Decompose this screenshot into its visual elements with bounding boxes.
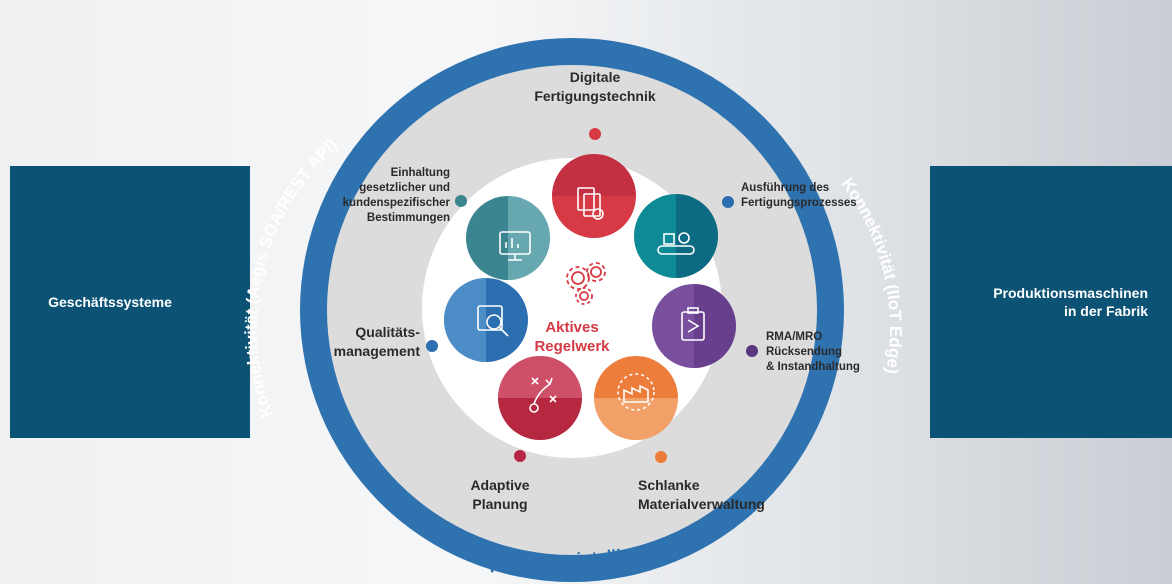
strategy-icon bbox=[529, 377, 557, 413]
petal-lean[interactable] bbox=[594, 356, 678, 440]
center-label-line2: Regelwerk bbox=[534, 338, 610, 355]
label-execution-line2: Fertigungsprozesses bbox=[741, 197, 857, 209]
label-compliance-line4: Bestimmungen bbox=[366, 212, 450, 224]
label-execution: Ausführung des Fertigungsprozesses bbox=[741, 181, 881, 211]
label-compliance-line3: kundenspezifischer bbox=[342, 197, 450, 209]
petal-quality[interactable] bbox=[444, 278, 528, 362]
petal-execution[interactable] bbox=[634, 194, 718, 278]
magnifier-box-icon bbox=[477, 305, 509, 337]
petal-rma[interactable] bbox=[652, 284, 736, 368]
documents-gear-icon bbox=[577, 187, 604, 220]
label-planning: Adaptive Planung bbox=[440, 476, 560, 514]
label-quality-line2: management bbox=[333, 343, 420, 359]
label-lean: Schlanke Materialverwaltung bbox=[638, 476, 808, 514]
dot-digital bbox=[589, 128, 601, 140]
label-rma: RMA/MRO Rücksendung & Instandhaltung bbox=[766, 330, 896, 375]
center-label: Aktives Regelwerk bbox=[512, 318, 632, 356]
business-systems-panel: Geschäftssysteme bbox=[10, 166, 250, 438]
label-compliance: Einhaltung gesetzlicher und kundenspezif… bbox=[300, 166, 450, 226]
center-label-line1: Aktives bbox=[545, 319, 599, 336]
gears-icon bbox=[566, 262, 606, 305]
business-systems-label: Geschäftssysteme bbox=[48, 294, 172, 310]
conveyor-icon bbox=[657, 232, 695, 255]
label-execution-line1: Ausführung des bbox=[741, 182, 830, 194]
label-compliance-line2: gesetzlicher und bbox=[359, 182, 450, 194]
production-machines-label: Produktionsmaschinen in der Fabrik bbox=[993, 284, 1160, 320]
label-quality: Qualitäts- management bbox=[300, 323, 420, 361]
label-quality-line1: Qualitäts- bbox=[355, 324, 420, 340]
clipboard-flow-icon bbox=[681, 307, 705, 341]
petal-compliance[interactable] bbox=[466, 196, 550, 280]
label-planning-line2: Planung bbox=[472, 496, 528, 512]
label-lean-line1: Schlanke bbox=[638, 477, 700, 493]
label-rma-line1: RMA/MRO bbox=[766, 331, 823, 343]
petal-planning[interactable] bbox=[498, 356, 582, 440]
dot-compliance bbox=[455, 195, 467, 207]
petal-digital[interactable] bbox=[552, 154, 636, 238]
dot-planning bbox=[514, 450, 526, 462]
label-rma-line3: & Instandhaltung bbox=[766, 361, 860, 373]
production-machines-line2: in der Fabrik bbox=[1063, 303, 1148, 319]
dot-execution bbox=[722, 196, 734, 208]
label-digital: Digitale Fertigungstechnik bbox=[520, 68, 670, 106]
label-planning-line1: Adaptive bbox=[470, 477, 530, 493]
label-digital-line1: Digitale bbox=[569, 69, 621, 85]
label-rma-line2: Rücksendung bbox=[766, 346, 843, 358]
monitor-chart-icon bbox=[499, 231, 531, 261]
production-machines-panel: Produktionsmaschinen in der Fabrik bbox=[930, 166, 1172, 438]
label-compliance-line1: Einhaltung bbox=[390, 167, 450, 179]
production-machines-line1: Produktionsmaschinen bbox=[993, 285, 1148, 301]
dot-lean bbox=[655, 451, 667, 463]
dot-rma bbox=[746, 345, 758, 357]
label-digital-line2: Fertigungstechnik bbox=[534, 88, 656, 104]
label-lean-line2: Materialverwaltung bbox=[638, 496, 765, 512]
dot-quality bbox=[426, 340, 438, 352]
factory-signal-icon bbox=[617, 373, 655, 411]
